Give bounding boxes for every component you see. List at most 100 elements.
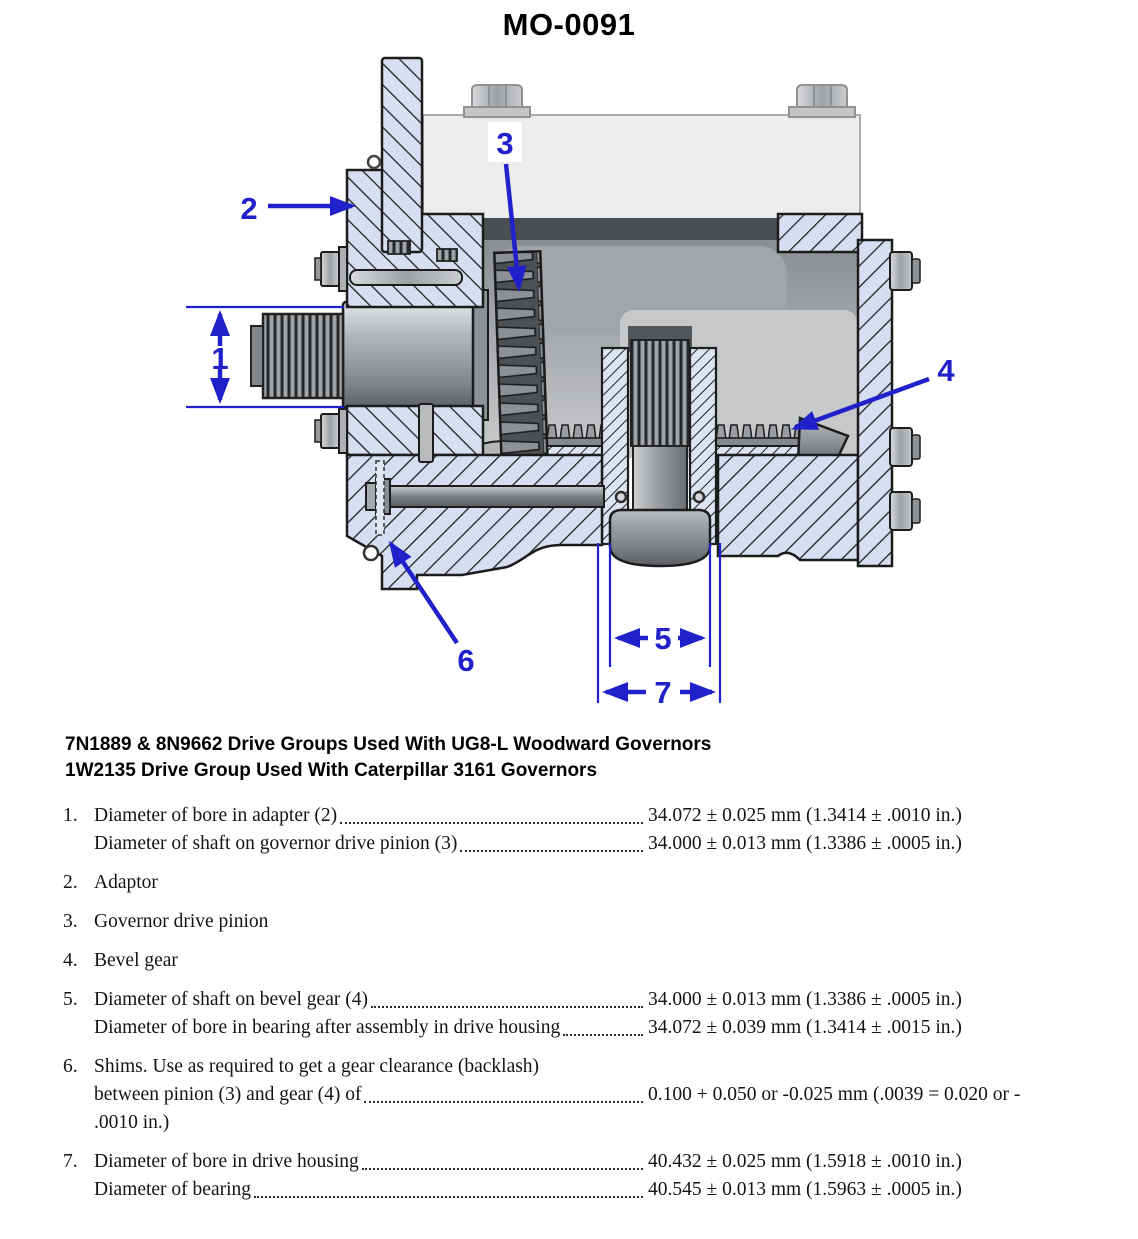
callout-5-label: 5 xyxy=(654,621,671,656)
callout-4: 4 xyxy=(791,349,963,431)
spec-item-lines: Adaptor xyxy=(94,869,1081,897)
spec-label: Governor drive pinion xyxy=(94,911,269,932)
spec-leader-zone: Diameter of shaft on governor drive pini… xyxy=(94,830,646,858)
spec-item-lines: Bevel gear xyxy=(94,947,1081,975)
diagram-stage: MO-0091 xyxy=(186,7,963,710)
spec-leader-zone: between pinion (3) and gear (4) of xyxy=(94,1081,646,1109)
spec-item-number: 4. xyxy=(63,950,78,971)
pinion-shaft xyxy=(250,300,475,410)
callout-4-label: 4 xyxy=(937,353,955,388)
dowel-pin xyxy=(349,269,463,286)
spec-leader-zone: Diameter of bore in adapter (2) xyxy=(94,802,646,830)
spec-line: .0010 in.) xyxy=(94,1109,1081,1137)
spec-label: Diameter of bore in drive housing xyxy=(94,1151,359,1172)
spec-value: 34.072 ± 0.039 mm (1.3414 ± .0015 in.) xyxy=(648,1017,962,1038)
callout-7: 7 xyxy=(596,543,722,710)
spec-label: between pinion (3) and gear (4) of xyxy=(94,1084,362,1105)
spec-label: Bevel gear xyxy=(94,950,178,971)
pinion-spline-end xyxy=(261,312,345,400)
spec-line: Diameter of bore in adapter (2) 34.072 ±… xyxy=(94,802,1081,830)
spec-item-number: 3. xyxy=(63,911,78,932)
spec-leader-dots xyxy=(370,1006,643,1008)
spec-line: Diameter of shaft on bevel gear (4) 34.00… xyxy=(94,986,1081,1014)
spec-item: 7. Diameter of bore in drive housing 40.4… xyxy=(63,1148,1081,1204)
drive-shaft-assembly xyxy=(600,326,718,568)
governor-drive-cross-section: 1 2 3 4 5 6 xyxy=(186,56,963,710)
housing-bolts-right xyxy=(889,251,921,531)
spec-item: 4. Bevel gear xyxy=(63,947,1081,975)
spec-label: Diameter of bore in bearing after assemb… xyxy=(94,1017,561,1038)
spec-line: Shims. Use as required to get a gear cle… xyxy=(94,1053,1081,1081)
shaft-bell xyxy=(608,508,712,568)
spec-item-lines: Diameter of shaft on bevel gear (4) 34.00… xyxy=(94,986,1081,1042)
drive-housing-left xyxy=(345,453,604,591)
spec-value: 34.000 ± 0.013 mm (1.3386 ± .0005 in.) xyxy=(648,833,962,854)
o-ring-left xyxy=(614,490,628,504)
spec-item-lines: Governor drive pinion xyxy=(94,908,1081,936)
spec-leader-dots xyxy=(364,1101,643,1103)
spec-leader-dots xyxy=(361,1168,643,1170)
spec-item: 3. Governor drive pinion xyxy=(63,908,1081,936)
spec-item-number: 1. xyxy=(63,805,78,826)
spec-item-lines: Shims. Use as required to get a gear cle… xyxy=(94,1053,1081,1137)
spec-label: Adaptor xyxy=(94,872,158,893)
spec-label: .0010 in.) xyxy=(94,1112,170,1133)
spec-label: Diameter of shaft on bevel gear (4) xyxy=(94,989,368,1010)
spec-leader-dots xyxy=(460,850,643,852)
body-bolt-right xyxy=(788,84,856,118)
spec-leader-dots xyxy=(340,822,643,824)
page-title: MO-0091 xyxy=(502,7,636,42)
spec-list: 1. Diameter of bore in adapter (2) 34.072… xyxy=(63,802,1081,1204)
spec-item-number: 2. xyxy=(63,872,78,893)
callout-5: 5 xyxy=(608,543,712,667)
spec-leader-zone: Diameter of bearing xyxy=(94,1176,646,1204)
cross-shaft xyxy=(365,478,605,515)
vertical-pin xyxy=(418,403,434,463)
adapter-plate xyxy=(380,56,424,254)
spec-item: 2. Adaptor xyxy=(63,869,1081,897)
spec-value: 34.072 ± 0.025 mm (1.3414 ± .0010 in.) xyxy=(648,805,962,826)
callout-6-label: 6 xyxy=(457,643,474,678)
spec-item-number: 7. xyxy=(63,1151,78,1172)
spec-leader-zone: Diameter of shaft on bevel gear (4) xyxy=(94,986,646,1014)
spec-item: 6. Shims. Use as required to get a gear c… xyxy=(63,1053,1081,1137)
spec-leader-dots xyxy=(563,1034,643,1036)
caption-line-1: 7N1889 & 8N9662 Drive Groups Used With U… xyxy=(65,734,712,755)
stud-upper xyxy=(387,240,411,255)
callout-3: 3 xyxy=(488,122,527,292)
spec-item: 1. Diameter of bore in adapter (2) 34.072… xyxy=(63,802,1081,858)
callout-7-label: 7 xyxy=(654,675,671,710)
drive-housing-right xyxy=(716,453,860,562)
spec-item-number: 5. xyxy=(63,989,78,1010)
callout-6: 6 xyxy=(388,540,475,678)
spec-value: 40.545 ± 0.013 mm (1.5963 ± .0005 in.) xyxy=(648,1179,962,1200)
spec-value: 40.432 ± 0.025 mm (1.5918 ± .0010 in.) xyxy=(648,1151,962,1172)
spec-item: 5. Diameter of shaft on bevel gear (4) 34.… xyxy=(63,986,1081,1042)
drive-group-caption: 7N1889 & 8N9662 Drive Groups Used With U… xyxy=(65,732,1138,784)
spec-label: Shims. Use as required to get a gear cle… xyxy=(94,1056,540,1077)
spec-line: Governor drive pinion xyxy=(94,908,1081,936)
caption-line-2: 1W2135 Drive Group Used With Caterpillar… xyxy=(65,760,598,781)
spec-line: Diameter of shaft on governor drive pini… xyxy=(94,830,1081,858)
spec-label: Diameter of bearing xyxy=(94,1179,252,1200)
callout-2-label: 2 xyxy=(240,191,257,226)
spec-leader-zone: Diameter of bore in drive housing xyxy=(94,1148,646,1176)
spec-leader-dots xyxy=(254,1196,643,1198)
stud-lower xyxy=(436,248,458,262)
body-bolt-left xyxy=(463,84,531,118)
adapter-bolts-left xyxy=(314,246,348,454)
callout-halo xyxy=(488,122,522,162)
spec-line: Diameter of bore in bearing after assemb… xyxy=(94,1014,1081,1042)
spec-line: Diameter of bearing 40.545 ± 0.013 mm (1… xyxy=(94,1176,1081,1204)
spec-item-lines: Diameter of bore in drive housing 40.432… xyxy=(94,1148,1081,1204)
o-ring-right xyxy=(692,490,706,504)
callout-3-label: 3 xyxy=(496,126,513,161)
lifting-ring xyxy=(366,154,382,170)
spec-line: Diameter of bore in drive housing 40.432… xyxy=(94,1148,1081,1176)
shim-stack xyxy=(375,460,385,536)
spec-value: 34.000 ± 0.013 mm (1.3386 ± .0005 in.) xyxy=(648,989,962,1010)
spec-item-number: 6. xyxy=(63,1056,78,1077)
spec-line: Adaptor xyxy=(94,869,1081,897)
spec-line: Bevel gear xyxy=(94,947,1081,975)
